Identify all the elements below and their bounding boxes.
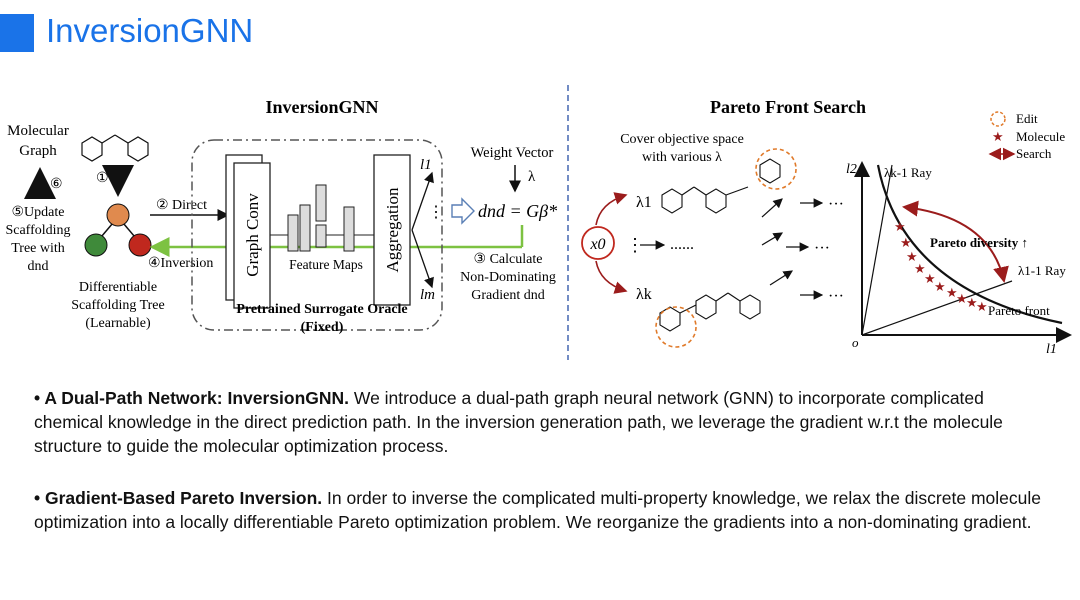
pareto-diversity-label: Pareto diversity ↑ [930, 235, 1028, 250]
graph-conv-label: Graph Conv [243, 193, 262, 277]
inversiongnn-heading: InversionGNN [265, 97, 378, 117]
dst-label-line1: Differentiable [79, 280, 157, 295]
aggregation-block [373, 154, 411, 306]
axis-l1-label: l1 [1046, 342, 1057, 357]
graph-conv-layer [233, 162, 271, 309]
legend-edit: Edit [1016, 111, 1038, 126]
tree-node-right [128, 233, 152, 257]
oracle-label-line2: (Fixed) [301, 320, 344, 335]
x0-node [581, 226, 615, 260]
calc-label-line3: Gradient dnd [471, 288, 544, 303]
origin-label: o [852, 335, 859, 350]
title-accent-bar [0, 14, 34, 52]
lm-label: lm [420, 287, 435, 303]
direct-label: ② Direct [156, 198, 207, 213]
method-diagram: InversionGNN Molecular Graph ① ⑥ ⑤Update… [5, 85, 1072, 360]
scaffolding-tree [84, 203, 152, 257]
cover-label-line2: with various λ [642, 150, 722, 165]
feature-maps-label: Feature Maps [289, 257, 363, 272]
output-arrow-l1 [411, 171, 434, 231]
svg-text:★: ★ [924, 271, 936, 286]
bullet-dual-path-text: We introduce a dual-path graph neural ne… [34, 388, 1003, 456]
update-label-line1: ⑤Update [12, 205, 65, 220]
dst-label-line3: (Learnable) [85, 316, 151, 331]
oracle-label-line1: Pretrained Surrogate Oracle [236, 302, 407, 317]
step-6-label: ⑥ [50, 177, 63, 192]
inversion-label: ④Inversion [148, 256, 213, 271]
calc-label-line1: ③ Calculate [474, 252, 543, 267]
legend-edit-icon [990, 111, 1006, 127]
lambdak-label: λk [636, 286, 652, 303]
cover-label-line1: Cover objective space [620, 132, 744, 147]
molecular-graph-label-line2: Graph [19, 143, 57, 159]
l1-label: l1 [420, 157, 432, 173]
hollow-arrow-icon [451, 197, 475, 225]
molecule-lambda1 [661, 158, 781, 214]
svg-text:★: ★ [946, 285, 958, 300]
lambda-label: λ [528, 169, 536, 185]
legend-search: Search [1016, 146, 1052, 161]
output-arrow-lm [411, 229, 434, 289]
svg-text:★: ★ [906, 249, 918, 264]
page-title: InversionGNN [46, 12, 254, 49]
ellipsis-row3: ··· [828, 288, 844, 305]
step-1-label: ① [96, 171, 109, 186]
oracle-box [191, 139, 443, 331]
svg-text:★: ★ [900, 235, 912, 250]
molecule-stars: ★ ★ ★ ★ ★ ★ ★ ★ ★ ★ [894, 219, 988, 314]
update-label-line2: Scaffolding [5, 223, 70, 238]
svg-text:★: ★ [956, 291, 968, 306]
arrow-row3a [769, 270, 794, 286]
ray-1 [861, 280, 1013, 336]
feature-map-blocks [270, 184, 374, 252]
output-dots: ⋮ [428, 204, 444, 221]
ray-k-label: λk-1 Ray [884, 165, 932, 180]
axis-l2-label: l2 [846, 162, 857, 177]
x0-arrow-down [595, 260, 628, 294]
ellipsis-row2: ··· [814, 240, 830, 257]
ray-1-label: λ1-1 Ray [1018, 263, 1066, 278]
ray-k [861, 164, 893, 336]
pareto-diversity-arc [902, 200, 1009, 283]
edit-circle-k [655, 306, 697, 348]
bullet-pareto-inversion: • Gradient-Based Pareto Inversion. In or… [34, 486, 1054, 534]
formula: dnd = Gβ* [478, 201, 557, 221]
arrow-row1a [761, 198, 783, 218]
edit-circle-1 [755, 148, 797, 190]
pareto-heading: Pareto Front Search [710, 97, 866, 117]
tree-node-top [106, 203, 130, 227]
vertical-dots: ⋮ [626, 235, 644, 255]
bullet-dual-path-title: • A Dual-Path Network: InversionGNN. [34, 388, 350, 408]
legend-molecule-icon: ★ [992, 129, 1004, 144]
legend-molecule: Molecule [1016, 129, 1065, 144]
x0-label: x0 [589, 236, 605, 253]
aggregation-label: Aggregation [383, 187, 402, 272]
svg-text:★: ★ [976, 299, 988, 314]
input-molecule [81, 134, 149, 162]
svg-text:★: ★ [914, 261, 926, 276]
x0-arrow-up [595, 192, 628, 226]
middle-dots: ...... [670, 236, 694, 253]
update-label-line4: dnd [28, 259, 49, 274]
bullet-pareto-inversion-title: • Gradient-Based Pareto Inversion. [34, 488, 323, 508]
molecule-lambdak [659, 292, 761, 332]
bullet-dual-path: • A Dual-Path Network: InversionGNN. We … [34, 386, 1054, 458]
svg-text:★: ★ [934, 279, 946, 294]
molecular-graph-label-line1: Molecular [7, 123, 69, 139]
svg-text:★: ★ [894, 219, 906, 234]
calc-label-line2: Non-Dominating [460, 270, 556, 285]
svg-text:★: ★ [966, 295, 978, 310]
pareto-front-label: Pareto front [988, 303, 1050, 318]
ellipsis-row1: ··· [828, 196, 844, 213]
update-label-line3: Tree with [11, 241, 65, 256]
tree-node-left [84, 233, 108, 257]
weight-vector-label: Weight Vector [471, 145, 554, 161]
bullet-pareto-inversion-text: In order to inverse the complicated mult… [34, 488, 1041, 532]
arrow-row2a [761, 232, 784, 246]
dst-label-line2: Scaffolding Tree [71, 298, 164, 313]
lambda1-label: λ1 [636, 194, 652, 211]
